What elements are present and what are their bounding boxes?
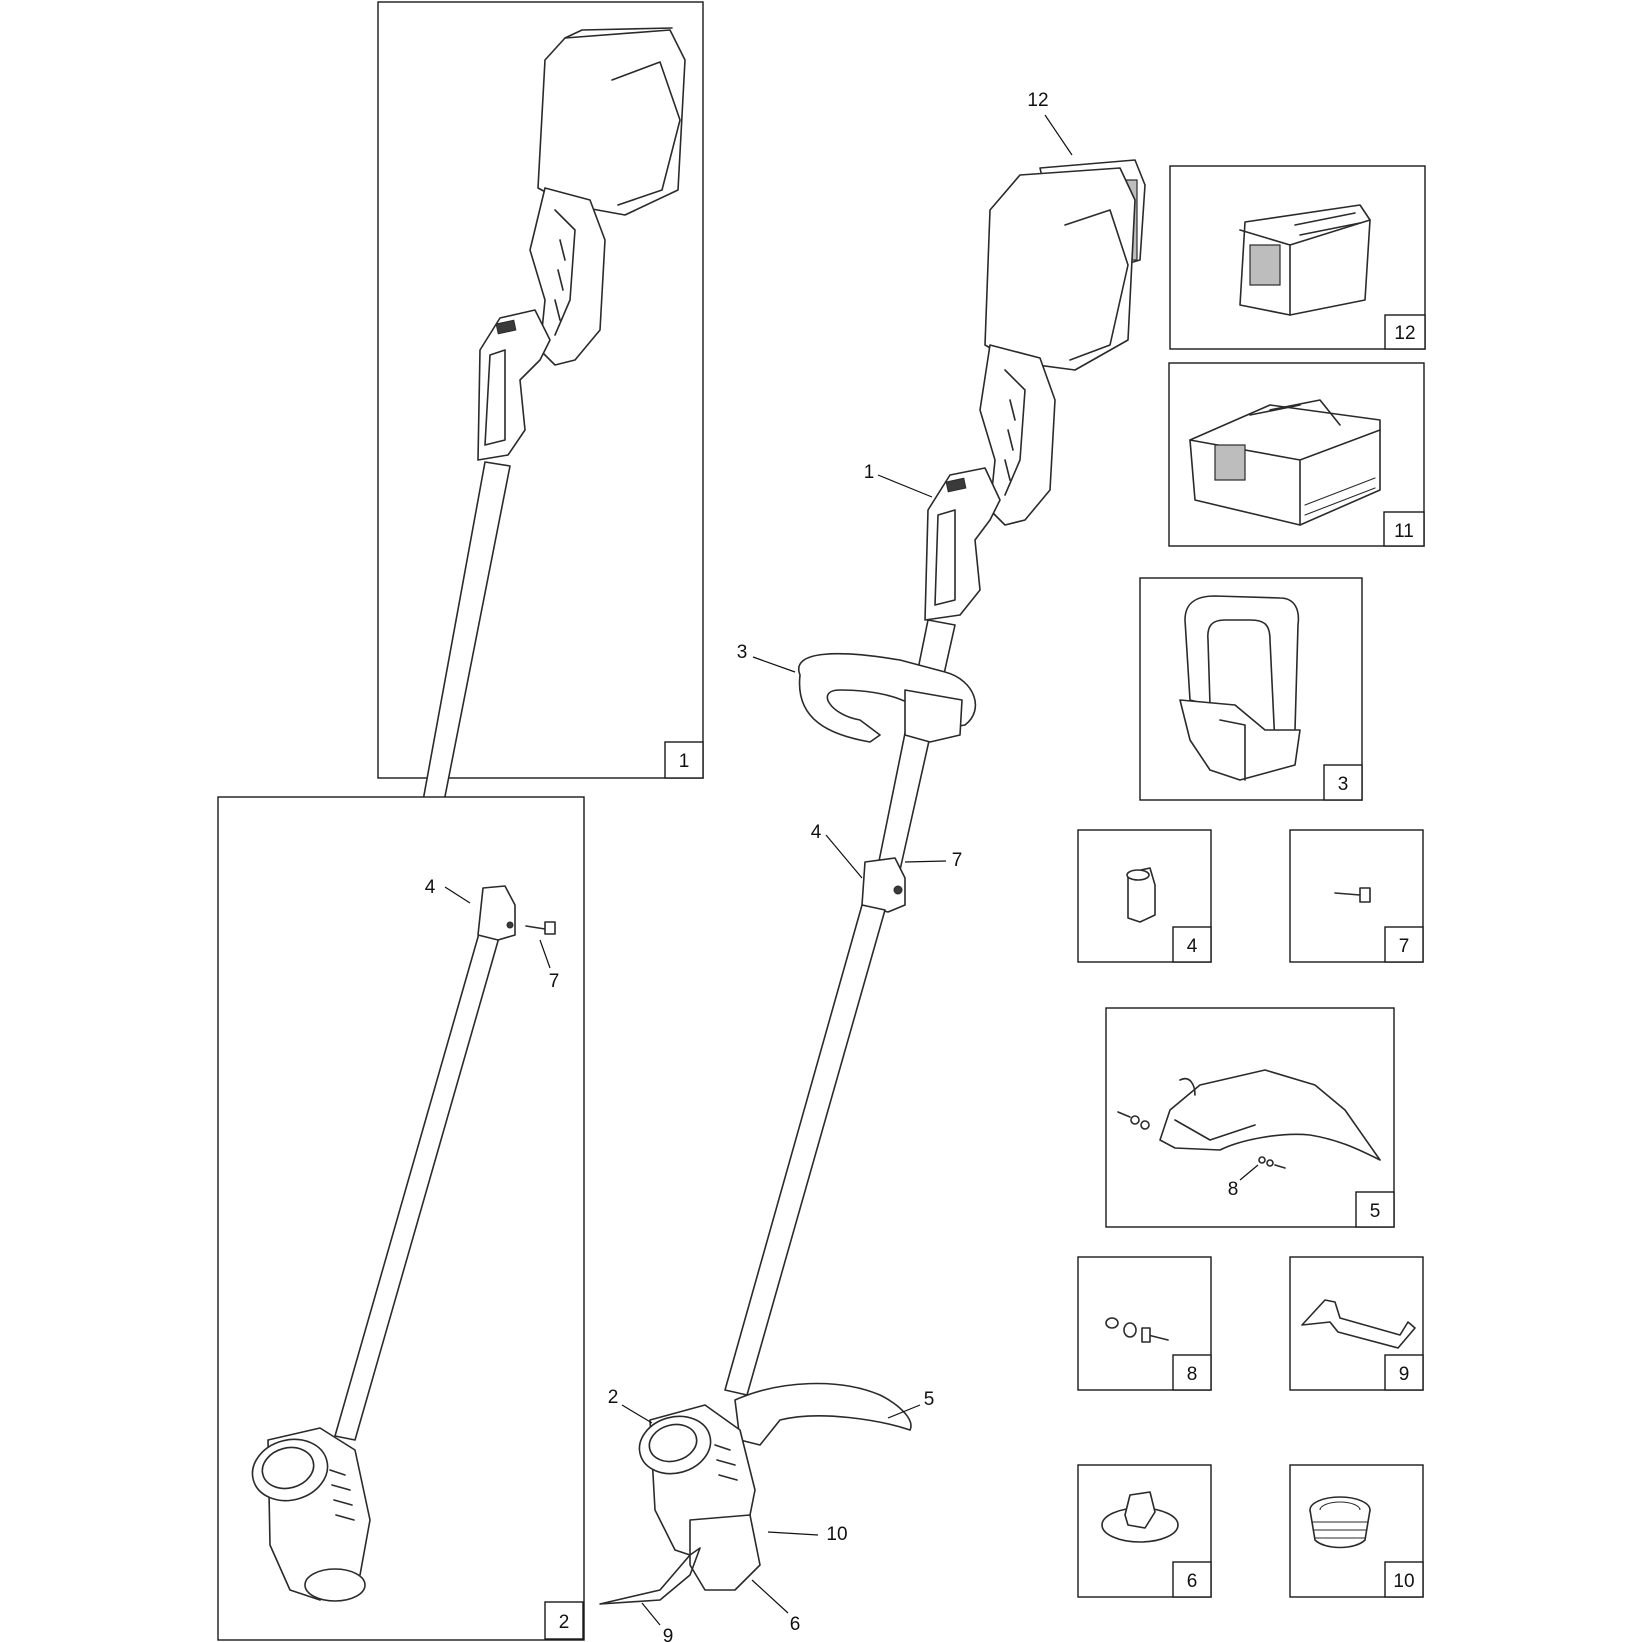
part-box-12: 12 [1169,165,1426,350]
box-10-number: 10 [1393,1571,1414,1592]
part-box-10: 10 [1289,1464,1424,1598]
box-5-number: 5 [1370,1201,1381,1222]
upper-housing-illustration [537,29,686,216]
part-box-2: 2 4 7 [217,796,585,1641]
washer-illustration [1105,1317,1119,1329]
main-callouts: 12 1 3 4 7 2 5 10 9 6 [608,90,1073,1642]
box5-callout-8: 8 [1228,1179,1239,1200]
part-box-3: 3 [1139,577,1363,801]
callout-12: 12 [1027,90,1048,111]
battery-illustration [1239,204,1371,316]
callout-2: 2 [608,1387,619,1408]
callout-7: 7 [952,850,963,871]
box-11-number: 11 [1394,521,1414,542]
callout-6: 6 [790,1614,801,1635]
box-2-number: 2 [559,1612,570,1633]
box-3-number: 3 [1338,774,1349,795]
box2-callout-4: 4 [425,877,436,898]
main-housing-illustration [984,167,1136,371]
box-1-number: 1 [679,751,690,772]
callout-5: 5 [924,1389,935,1410]
part-box-9: 9 [1289,1256,1424,1391]
part-box-8: 8 [1077,1256,1212,1391]
charger-illustration [1189,404,1381,526]
main-assembly [599,159,1146,1605]
box2-callout-7: 7 [549,971,560,992]
part-box-1: 1 [377,1,704,835]
callout-10: 10 [826,1524,847,1545]
box-6-number: 6 [1187,1571,1198,1592]
part-box-11: 11 [1168,362,1425,547]
wire-guide-illustration [1301,1299,1416,1349]
part-box-7: 7 [1289,829,1424,963]
part-box-6: 6 [1077,1464,1212,1598]
part-box-4: 4 [1077,829,1212,963]
callout-4: 4 [811,822,822,843]
clamp-illustration [1127,867,1156,923]
callout-1: 1 [864,462,875,483]
bolt-illustration [1334,892,1361,896]
callout-3: 3 [737,642,748,663]
box-9-number: 9 [1399,1364,1410,1385]
callout-9: 9 [663,1626,674,1642]
box-4-number: 4 [1187,936,1198,957]
box-12-number: 12 [1394,323,1415,344]
main-guard-illustration [734,1382,912,1446]
box-7-number: 7 [1399,936,1410,957]
box-8-number: 8 [1187,1364,1198,1385]
part-box-5: 8 5 [1105,1007,1395,1228]
